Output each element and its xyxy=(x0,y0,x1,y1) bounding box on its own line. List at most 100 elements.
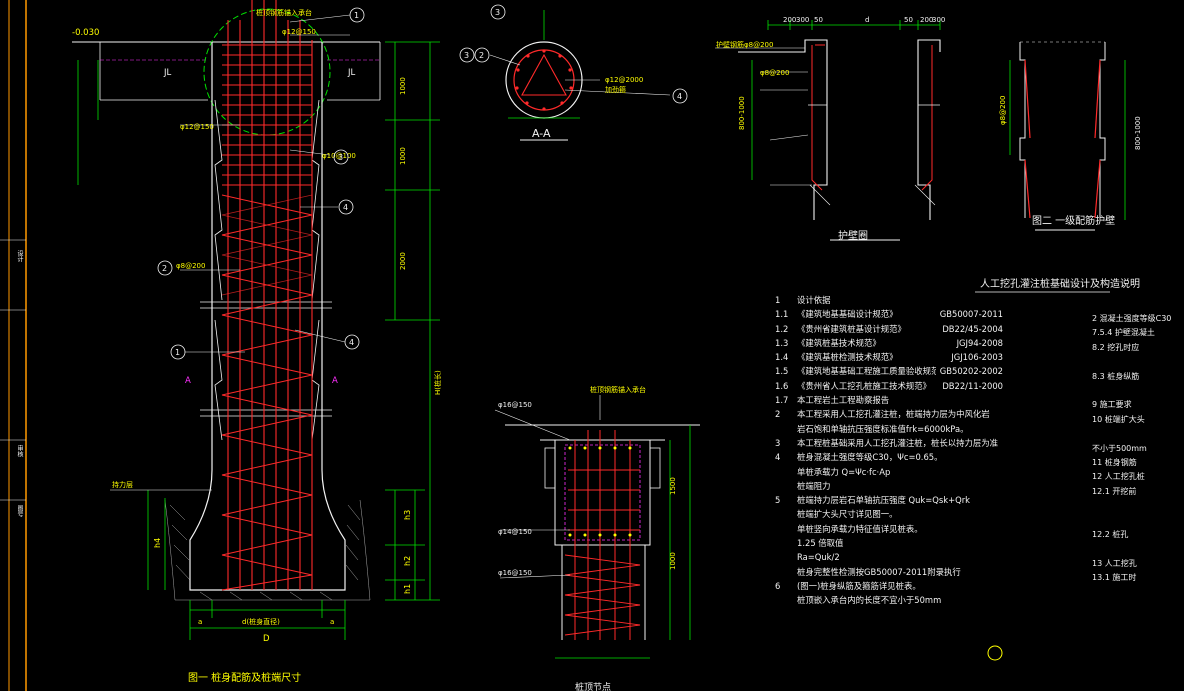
note-continued-line: 8.3 桩身纵筋 xyxy=(1092,371,1140,381)
figure2-title: 图二 一级配筋护壁 xyxy=(1032,214,1115,227)
cap-dim1: 1500 xyxy=(669,477,677,495)
note-number xyxy=(775,522,797,536)
note-text: 《建筑基桩检测技术规范》 xyxy=(797,352,898,363)
bearing-layer: 持力层 xyxy=(112,480,133,489)
ring-dim-v: 800-1000 xyxy=(738,96,746,130)
note-continued-line xyxy=(1092,384,1184,398)
notes-circle-mark xyxy=(987,645,1003,661)
note-code xyxy=(999,550,1003,564)
h3: h3 xyxy=(403,510,412,520)
ring-dim-5: 200 xyxy=(920,16,933,24)
note-text: 桩顶嵌入承台内的长度不宜小于50mm xyxy=(797,595,942,606)
note-number: 1.2 xyxy=(775,323,789,334)
note-number: 3 xyxy=(775,437,781,448)
aa-circle2: 2 xyxy=(479,51,484,60)
note-number: 1 xyxy=(775,295,781,305)
note-row: 1.6《贵州省人工挖孔桩施工技术规范》DB22/11-2000 xyxy=(775,379,1003,393)
note-number: 1.5 xyxy=(775,366,789,377)
cap-label1: φ16@150 xyxy=(498,401,532,409)
aa-circle3: 3 xyxy=(495,8,500,17)
cap-title: 桩顶节点 xyxy=(575,681,611,691)
note-continued-line: 11 桩身钢筋 xyxy=(1092,458,1137,468)
note-continued-line xyxy=(1092,514,1184,528)
note-code: DB22/45-2004 xyxy=(942,323,1003,334)
note-text: 桩身完整性检测按GB50007-2011附录执行 xyxy=(797,566,961,577)
note-code xyxy=(999,593,1003,607)
note-row: 1.5《建筑地基基础工程施工质量验收规范》GB50202-2002 xyxy=(775,364,1003,378)
note-number xyxy=(775,550,797,564)
note-code xyxy=(999,436,1003,450)
note-text: 桩端阻力 xyxy=(797,480,831,491)
elev-label: -0.030 xyxy=(72,28,99,38)
note-text: 设计依据 xyxy=(797,295,831,305)
dim-D: D xyxy=(263,634,270,644)
note-continued-line xyxy=(1092,499,1184,513)
note-continued-line: 12.2 桩孔 xyxy=(1092,530,1129,540)
note-continued-line: 9 施工要求 xyxy=(1092,400,1132,410)
aa-note2: 加劲箍 xyxy=(605,85,626,94)
ring-note2: φ8@200 xyxy=(760,69,789,77)
aa-circle4: 4 xyxy=(677,92,682,101)
note-number xyxy=(775,422,797,436)
note-text: 单桩竖向承载力特征值详见桩表。 xyxy=(797,523,923,534)
note-row: 3 本工程桩基础采用人工挖孔灌注桩，桩长以持力层为准 xyxy=(775,436,1003,450)
note-number xyxy=(775,536,797,550)
ring-title: 护壁圈 xyxy=(838,229,868,242)
rebar-spacing-label: φ12@150 xyxy=(282,28,316,36)
cap-dim2: 1000 xyxy=(669,552,677,570)
note-row: 1.25 倍取值 xyxy=(775,536,1003,550)
section-a-left: A xyxy=(185,376,191,386)
note-code xyxy=(999,522,1003,536)
note-continued-line xyxy=(1092,543,1184,557)
aa-circle3-b: 3 xyxy=(464,51,469,60)
notes-title: 人工挖孔灌注桩基础设计及构造说明 xyxy=(980,277,1140,290)
aa-note1: φ12@2000 xyxy=(605,76,643,84)
ring-dim-1: 300 xyxy=(796,16,809,24)
note-row: 5 桩端持力层岩石单轴抗压强度 Quk=Qsk+Qrk xyxy=(775,493,1003,507)
note-row: 1 设计依据 xyxy=(775,293,1003,307)
note-code xyxy=(999,393,1003,407)
note-text: 本工程桩基础采用人工挖孔灌注桩，桩长以持力层为准 xyxy=(797,437,998,448)
note-number: 1.3 xyxy=(775,337,789,348)
aa-title: A-A xyxy=(532,127,551,140)
note-continued-line: 13 人工挖孔 xyxy=(1092,558,1137,568)
note-code: JGJ106-2003 xyxy=(951,352,1003,363)
note-code xyxy=(999,465,1003,479)
note-continued-line xyxy=(1092,427,1184,441)
note-number xyxy=(775,479,797,493)
note-code xyxy=(999,450,1003,464)
circle1-b: 1 xyxy=(175,348,180,357)
ring-note1: 护壁钢筋φ8@200 xyxy=(716,40,773,49)
note-number: 5 xyxy=(775,495,781,506)
note-text: 单桩承载力 Q=Ψc·fc·Ap xyxy=(797,466,891,477)
dim-1000-a: 1000 xyxy=(399,77,407,95)
note-continued-line: 不小于500mm xyxy=(1092,443,1147,453)
note-code xyxy=(999,422,1003,436)
note-code xyxy=(999,507,1003,521)
note-text: Ra=Quk/2 xyxy=(797,552,840,563)
dim-d: d(桩身直径) xyxy=(242,617,280,626)
circle2: 2 xyxy=(162,264,167,273)
note-code: JGJ94-2008 xyxy=(956,337,1003,348)
circle4-a: 4 xyxy=(343,203,348,212)
note-text: 《贵州省人工挖孔桩施工技术规范》 xyxy=(797,380,931,391)
section-a-right: A xyxy=(332,376,338,386)
title-block-sidebar xyxy=(0,0,27,691)
note-text: 桩端持力层岩石单轴抗压强度 Quk=Qsk+Qrk xyxy=(797,495,971,506)
note-number xyxy=(775,565,797,579)
note-row: 单桩承载力 Q=Ψc·fc·Ap xyxy=(775,465,1003,479)
ring-dim-4: 50 xyxy=(904,16,913,24)
note-code xyxy=(999,407,1003,421)
note-number: 2 xyxy=(775,409,781,420)
note-code xyxy=(999,579,1003,593)
note-number: 1.7 xyxy=(775,395,789,406)
note-number: 1.1 xyxy=(775,309,789,320)
sidebar-tab-number: 图号 xyxy=(16,505,23,517)
dim-1000-b: 1000 xyxy=(399,147,407,165)
dim-a-right: a xyxy=(330,618,334,626)
